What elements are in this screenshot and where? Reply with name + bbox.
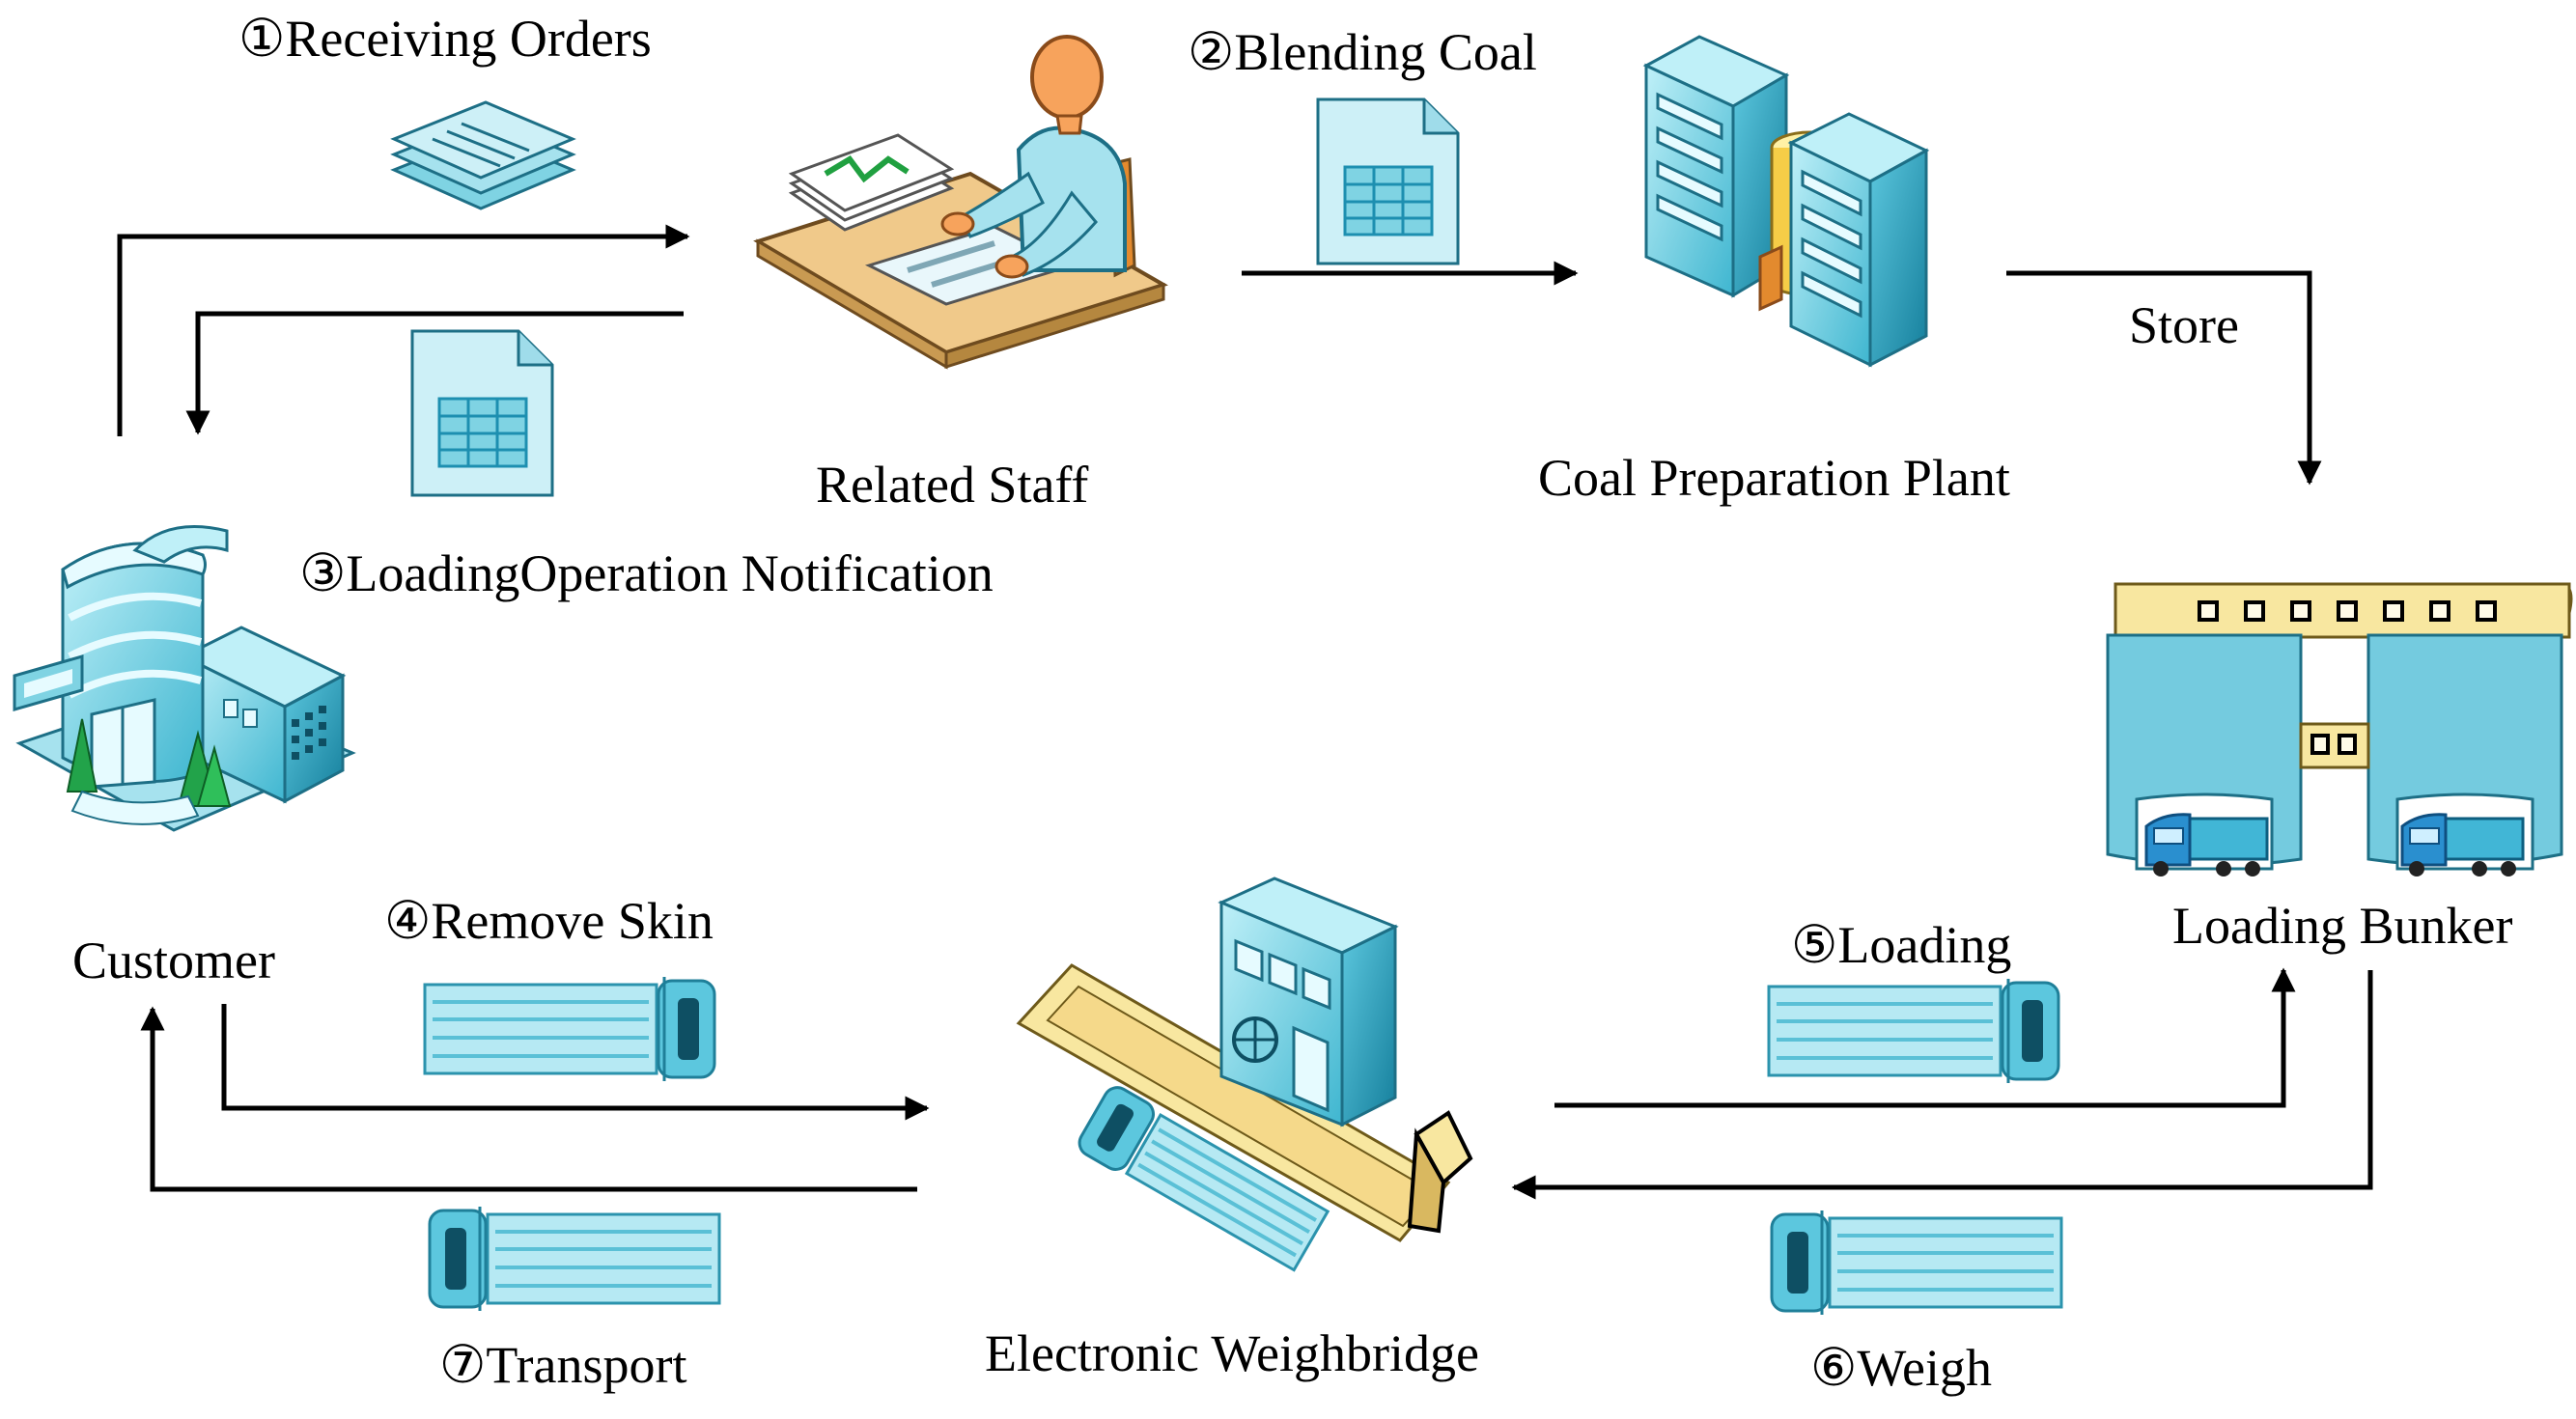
customer-label: Customer [72,932,275,989]
office-building-icon [13,525,356,832]
document-stack-icon [390,100,576,210]
flow-arrows [117,224,2373,1200]
truck-icon [423,975,716,1083]
weigh-label: ⑥Weigh [1810,1339,1992,1397]
transport-label: ⑦Transport [439,1336,686,1394]
truck-icon [1770,1209,2063,1317]
blending-coal-label: ②Blending Coal [1188,23,1537,81]
office-worker-at-desk-icon [753,35,1168,370]
server-buildings-icon [1642,35,1930,368]
arrow-store [2006,270,2322,486]
receiving-orders-label: ①Receiving Orders [238,10,652,68]
arrow-weigh [1511,970,2373,1200]
spreadsheet-document-icon [1316,97,1460,265]
loading-notification-label: ③LoadingOperation Notification [299,544,994,602]
coal-plant-label: Coal Preparation Plant [1538,449,2010,507]
loading-bunker-icon [2106,582,2573,876]
weighbridge-station-icon [1016,876,1473,1272]
related-staff-label: Related Staff [816,456,1088,514]
truck-icon [2400,813,2525,876]
arrow-notification [185,311,684,435]
spreadsheet-document-icon [410,329,554,497]
loading-label: ⑤Loading [1791,916,2011,974]
arrow-receiving-orders [117,224,690,436]
arrow-loading [1554,967,2296,1108]
remove-skin-label: ④Remove Skin [384,892,714,950]
weighbridge-label: Electronic Weighbridge [985,1324,1479,1382]
arrow-transport [140,1006,917,1192]
truck-icon [428,1205,721,1313]
loading-bunker-label: Loading Bunker [2172,897,2512,955]
truck-icon [2144,813,2269,876]
truck-icon [1767,977,2060,1085]
store-label: Store [2129,296,2239,354]
arrow-remove-skin [221,1004,930,1121]
